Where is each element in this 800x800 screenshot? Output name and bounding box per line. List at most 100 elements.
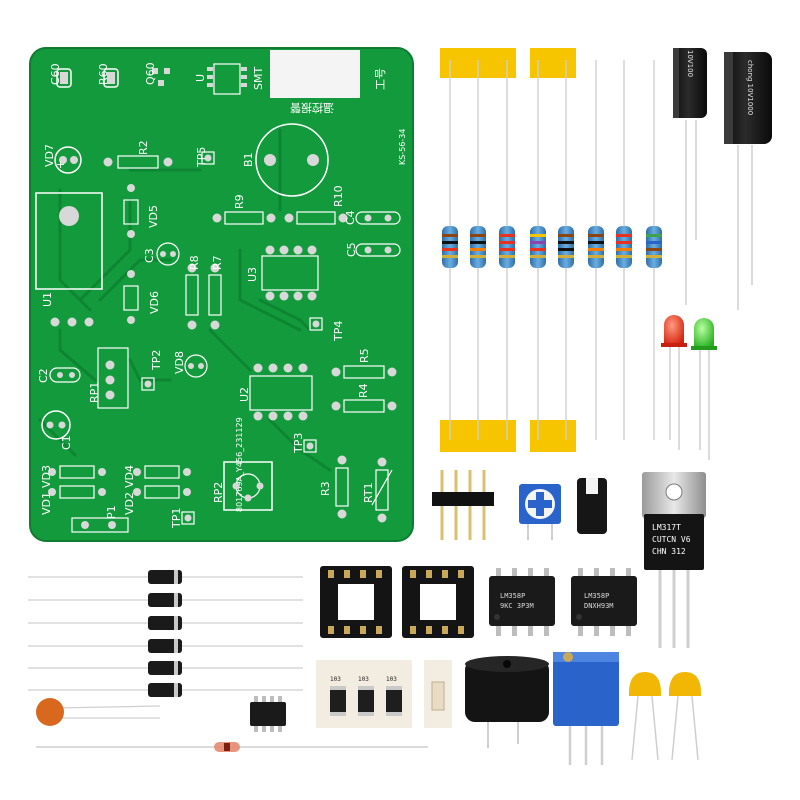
- multiturn-potentiometer: [553, 652, 619, 765]
- diode-band: [174, 639, 178, 653]
- resistor-band: [588, 234, 604, 237]
- ceramic-capacitor-icon: [628, 672, 702, 761]
- label-u2: U2: [238, 387, 251, 402]
- label-vd7: VD7: [43, 144, 56, 167]
- thermistor-icon: [36, 742, 428, 752]
- label-r5: R5: [358, 348, 371, 363]
- label-r10: R10: [332, 185, 345, 207]
- label-r60: R60: [97, 63, 110, 85]
- resistor-band: [442, 241, 458, 244]
- label-u1: U1: [41, 292, 54, 307]
- chip2-line-1: LM358P: [584, 592, 609, 600]
- resistor-band: [499, 248, 515, 251]
- label-vd5: VD5: [147, 205, 160, 228]
- small-cap-label: 10V100: [686, 50, 694, 77]
- resistor-band: [499, 241, 515, 244]
- label-tp5: TP5: [195, 147, 208, 168]
- diode-footprints: [48, 465, 191, 499]
- resistor-band: [470, 255, 486, 258]
- diode-band: [174, 661, 178, 675]
- label-c2: C2: [37, 368, 50, 383]
- resistor-body: [499, 226, 515, 268]
- resistor-band: [588, 248, 604, 251]
- smd-cap-strip: [424, 660, 452, 728]
- chip2-line-2: DNXH93M: [584, 602, 614, 610]
- label-smt: SMT: [252, 67, 265, 90]
- label-model: KS-56-34: [398, 129, 407, 165]
- resistor-band: [588, 255, 604, 258]
- label-r7: R7: [211, 255, 224, 270]
- label-tp3: TP3: [292, 433, 305, 454]
- diode-band: [174, 570, 178, 584]
- diode-body: [148, 593, 182, 607]
- potentiometer-icon: [519, 484, 561, 540]
- resistor-body: [588, 226, 604, 268]
- label-u3: U3: [246, 267, 259, 282]
- label-r8: R8: [188, 255, 201, 270]
- resistor-band: [442, 234, 458, 237]
- diode-body: [148, 639, 182, 653]
- resistor-band: [558, 241, 574, 244]
- smd-pads: [56, 63, 247, 95]
- resistor-band: [616, 241, 632, 244]
- resistor-band: [530, 241, 546, 244]
- regulator-line-3: CHN 312: [652, 547, 686, 556]
- chip1-line-2: 9KC 3P3M: [500, 602, 534, 610]
- resistor-band: [470, 248, 486, 251]
- buzzer-icon: [465, 656, 549, 748]
- label-rt1: RT1: [362, 482, 375, 503]
- resistor-body: [442, 226, 458, 268]
- diode-body: [148, 616, 182, 630]
- jumper-cap: [577, 478, 607, 534]
- regulator-line-1: LM317T: [652, 523, 681, 532]
- resistor-body: [558, 226, 574, 268]
- label-u: U: [194, 74, 207, 82]
- large-cap-label: chong 10V1000: [746, 60, 754, 115]
- label-vd1: VD1: [40, 492, 53, 515]
- resistor-band: [646, 248, 662, 251]
- orange-ceramic-capacitor: [36, 698, 161, 726]
- resistor-body: [646, 226, 662, 268]
- label-c4: C4: [344, 210, 357, 225]
- resistor-band: [616, 255, 632, 258]
- resistor-band: [530, 234, 546, 237]
- resistor-band: [646, 255, 662, 258]
- label-chinese-title: 温控报警: [290, 101, 334, 115]
- label-r3: R3: [319, 481, 332, 496]
- resistor-body: [530, 226, 546, 268]
- smd-res-3: 103: [386, 676, 397, 683]
- resistor-band: [499, 255, 515, 258]
- label-serial: 801769A_Y456_231129: [235, 417, 244, 512]
- resistor-band: [470, 241, 486, 244]
- label-c1: C1: [60, 435, 73, 450]
- led-icon: [661, 315, 717, 460]
- resistor-body: [616, 226, 632, 268]
- label-rp1: RP1: [88, 382, 101, 403]
- resistor-band: [442, 255, 458, 258]
- label-r4: R4: [357, 383, 370, 398]
- resistor-band: [558, 248, 574, 251]
- resistor-band: [616, 248, 632, 251]
- label-r2: R2: [137, 140, 150, 155]
- resistor-band: [442, 248, 458, 251]
- diode-body: [148, 683, 182, 697]
- smd-res-2: 103: [358, 676, 369, 683]
- label-c5: C5: [345, 242, 358, 257]
- pin-header-icon: [432, 470, 494, 540]
- label-tp4: TP4: [332, 321, 345, 342]
- label-vd8: VD8: [173, 351, 186, 374]
- label-p1: P1: [105, 505, 118, 519]
- resistor-band: [470, 234, 486, 237]
- label-vd6: VD6: [148, 291, 161, 314]
- resistor-band: [558, 255, 574, 258]
- label-b1: B1: [242, 152, 255, 167]
- label-gong: 工号: [374, 68, 387, 90]
- resistor-band: [616, 234, 632, 237]
- resistor-band: [646, 234, 662, 237]
- label-c60: C60: [49, 63, 62, 85]
- label-tp1: TP1: [170, 508, 183, 529]
- resistor-band: [558, 234, 574, 237]
- diode-body: [148, 570, 182, 584]
- soic-chip: [250, 696, 286, 732]
- pcb-traces: [38, 128, 332, 472]
